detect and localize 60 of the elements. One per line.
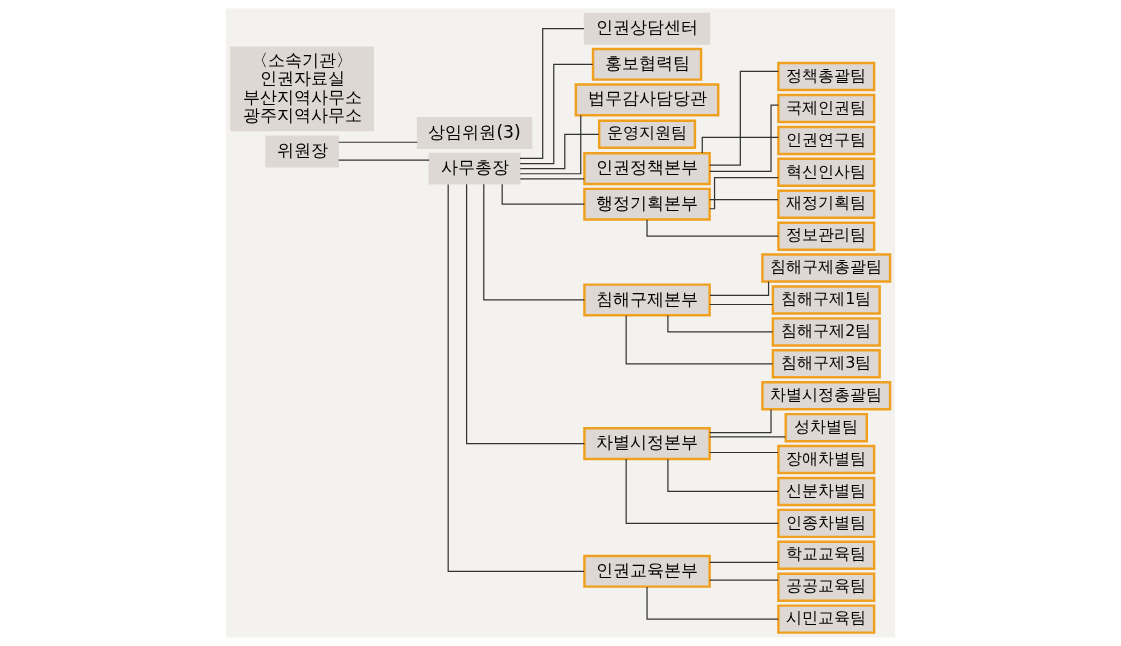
- node-box: 침해구제3팀: [771, 349, 881, 379]
- node-box: 차별시정본부: [583, 427, 711, 461]
- node-box: 혁신인사팀: [777, 157, 876, 188]
- node-box: 행정기획본부: [583, 187, 711, 221]
- node-box: 홍보협력팀: [591, 47, 703, 81]
- node-box: 시민교육팀: [777, 604, 876, 634]
- connector: [501, 183, 585, 205]
- connector: [646, 586, 779, 620]
- node-box: 정책총괄팀: [777, 61, 876, 92]
- node-box: 학교교육팀: [777, 540, 876, 571]
- node-box: 인권연구팀: [777, 125, 876, 156]
- connector: [519, 114, 582, 175]
- node-box: 정보관리팀: [777, 221, 876, 251]
- node-box: 국제인권팀: [777, 93, 876, 124]
- connector: [625, 458, 779, 524]
- connector: [709, 70, 779, 166]
- connector: [519, 178, 585, 180]
- connector: [709, 579, 779, 581]
- connector: [709, 561, 779, 563]
- connector: [338, 141, 418, 143]
- node-box: 침해구제총괄팀: [761, 253, 892, 283]
- connector: [447, 183, 585, 572]
- connector: [709, 408, 772, 434]
- node-box: 인권상담센터: [583, 12, 711, 45]
- node-box: 공공교육팀: [777, 572, 876, 602]
- connector: [519, 28, 585, 160]
- node-box: 위원장: [265, 135, 339, 168]
- connector: [709, 451, 779, 454]
- node-box: 침해구제본부: [583, 283, 711, 317]
- node-box: 사무총장: [428, 152, 521, 185]
- node-box: 침해구제1팀: [771, 285, 881, 315]
- connector: [709, 436, 786, 438]
- connector: [701, 136, 779, 154]
- connector: [667, 314, 774, 333]
- connector: [519, 63, 594, 165]
- node-box: 성차별팀: [784, 412, 868, 443]
- connector: [519, 133, 600, 170]
- connector: [625, 314, 774, 365]
- node-box: 차별시정총괄팀: [761, 381, 892, 411]
- node-box: 운영지원팀: [597, 119, 697, 149]
- connector: [709, 177, 779, 210]
- connector: [709, 199, 779, 201]
- connector: [709, 303, 774, 306]
- connector: [709, 104, 779, 172]
- node-box: 장애차별팀: [777, 444, 876, 475]
- node-box: 인종차별팀: [777, 508, 876, 539]
- node-box: 상임위원(3): [416, 117, 533, 149]
- node-box: 신분차별팀: [777, 476, 876, 507]
- node-box: 재정기획팀: [777, 189, 876, 219]
- node-box: 인권정책본부: [583, 152, 711, 186]
- connector: [646, 219, 779, 237]
- connector: [338, 159, 430, 161]
- connector: [667, 458, 779, 493]
- connector: [465, 183, 586, 445]
- node-box: 침해구제2팀: [771, 317, 881, 347]
- node-box: 법무감사담당관: [574, 83, 720, 117]
- node-box: 〈소속기관〉 인권자료실 부산지역사무소 광주지역사무소: [230, 46, 374, 132]
- node-box: 인권교육본부: [583, 554, 711, 588]
- connector: [709, 281, 770, 297]
- connector: [483, 183, 585, 301]
